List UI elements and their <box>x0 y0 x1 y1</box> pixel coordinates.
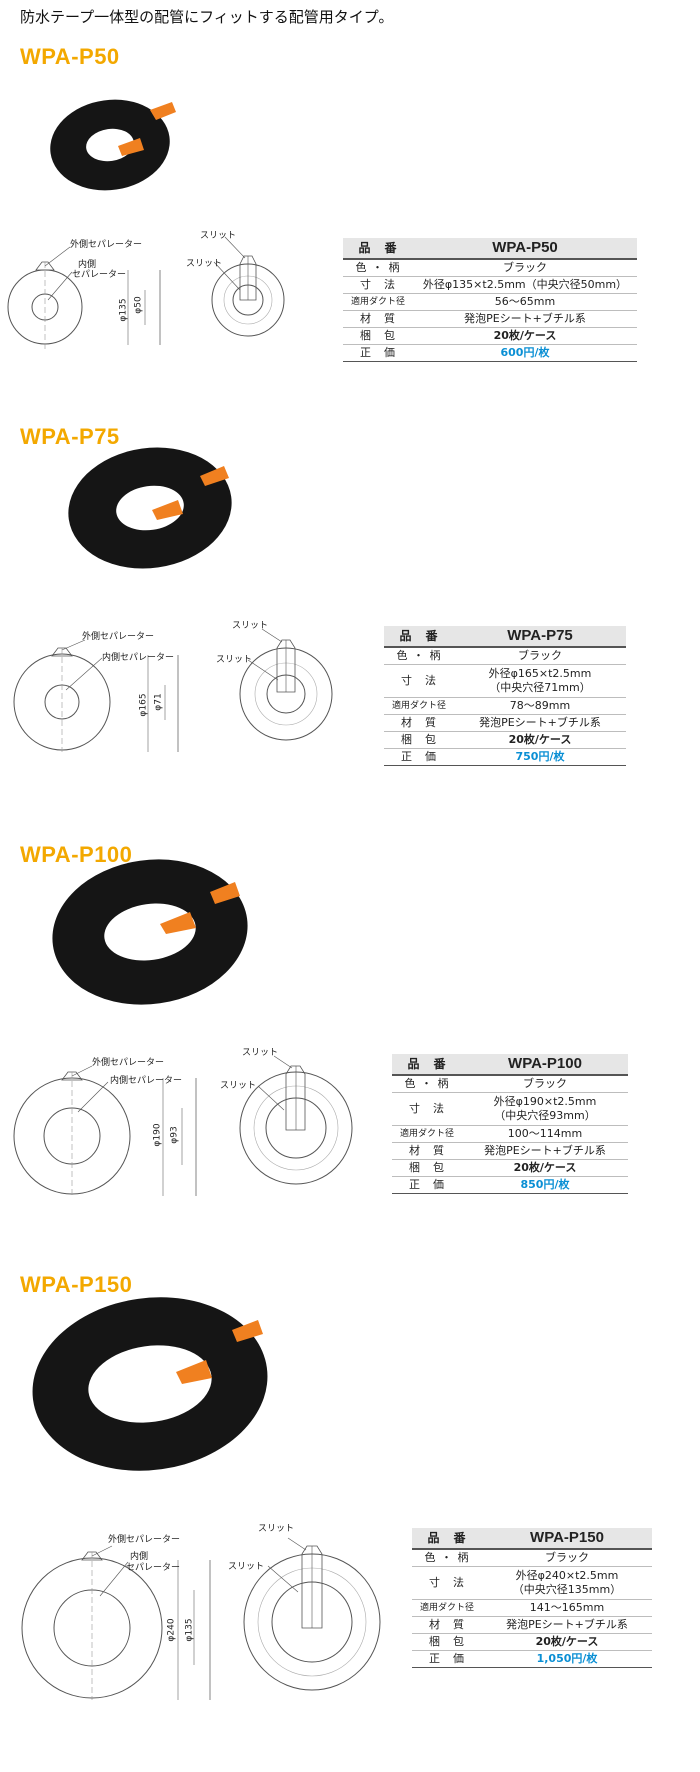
pack-value: 20枚/ケース <box>482 1633 652 1651</box>
price-value: 600円/枚 <box>413 344 637 362</box>
price-value: 1,050円/枚 <box>482 1650 652 1668</box>
label-outer-separator: 外側セパレーター <box>92 1058 165 1068</box>
label-slit-side: スリット <box>220 1081 257 1091</box>
row-label: 品 番 <box>392 1054 462 1076</box>
duct-value: 141〜165mm <box>482 1599 652 1617</box>
label-slit-top: スリット <box>232 621 269 631</box>
row-label: 梱 包 <box>343 327 413 345</box>
row-label: 品 番 <box>412 1528 482 1550</box>
model-title: WPA-P100 <box>20 842 133 867</box>
size-value: 外径φ135×t2.5mm（中央穴径50mm） <box>413 276 637 294</box>
product-photo <box>52 859 248 1005</box>
duct-value: 78〜89mm <box>454 697 626 715</box>
row-label: 材 質 <box>384 714 454 732</box>
outer-side-drawing <box>7 246 161 350</box>
label-slit-top: スリット <box>200 231 237 241</box>
label-inner-separator-l2: セパレーター <box>126 1563 181 1573</box>
size-value-line1: 外径φ165×t2.5mm <box>488 667 592 680</box>
label-slit-top: スリット <box>242 1048 279 1058</box>
label-inner-separator: 内側セパレーター <box>110 1076 183 1086</box>
label-outer-separator: 外側セパレーター <box>82 632 155 642</box>
row-label: 色 ・ 柄 <box>392 1075 462 1093</box>
row-label: 色 ・ 柄 <box>384 647 454 665</box>
size-value-line2: （中央穴径71mm） <box>489 681 591 694</box>
outer-side-drawing <box>21 1545 211 1700</box>
material-value: 発泡PEシート+ブチル系 <box>413 310 637 328</box>
size-value-line1: 外径φ240×t2.5mm <box>515 1569 619 1582</box>
label-inner-separator-l1: 内側 <box>78 260 97 270</box>
model-value: WPA-P150 <box>482 1528 652 1550</box>
label-inner-separator-l1: 内側 <box>130 1552 149 1562</box>
pack-value: 20枚/ケース <box>462 1159 628 1177</box>
size-value-line2: （中央穴径93mm） <box>494 1109 596 1122</box>
outer-side-drawing <box>13 1065 197 1196</box>
model-value: WPA-P100 <box>462 1054 628 1076</box>
row-label: 正 価 <box>384 748 454 766</box>
row-label: 材 質 <box>343 310 413 328</box>
material-value: 発泡PEシート+ブチル系 <box>482 1616 652 1634</box>
product-photo <box>68 447 232 569</box>
row-label: 寸 法 <box>412 1566 482 1600</box>
model-title: WPA-P150 <box>20 1272 133 1297</box>
color-value: ブラック <box>413 259 637 277</box>
row-label: 正 価 <box>392 1176 462 1194</box>
label-outer-separator: 外側セパレーター <box>108 1535 181 1545</box>
product-photo <box>50 99 176 191</box>
slit-side-drawing <box>239 628 333 741</box>
duct-value: 100〜114mm <box>462 1125 628 1143</box>
row-label: 梱 包 <box>392 1159 462 1177</box>
row-label: 適用ダクト径 <box>412 1599 482 1617</box>
label-slit-top: スリット <box>258 1524 295 1534</box>
row-label: 寸 法 <box>384 664 454 698</box>
color-value: ブラック <box>482 1549 652 1567</box>
row-label: 適用ダクト径 <box>343 293 413 311</box>
model-value: WPA-P50 <box>413 238 637 260</box>
row-label: 色 ・ 柄 <box>412 1549 482 1567</box>
row-label: 適用ダクト径 <box>392 1125 462 1143</box>
row-label: 梱 包 <box>384 731 454 749</box>
label-inner-separator-l2: セパレーター <box>72 270 127 280</box>
intro-text: 防水テープ一体型の配管にフィットする配管用タイプ。 <box>20 8 394 26</box>
row-label: 寸 法 <box>392 1092 462 1126</box>
color-value: ブラック <box>454 647 626 665</box>
color-value: ブラック <box>462 1075 628 1093</box>
material-value: 発泡PEシート+ブチル系 <box>462 1142 628 1160</box>
price-value: 750円/枚 <box>454 748 626 766</box>
label-slit-side: スリット <box>216 655 253 665</box>
model-title: WPA-P50 <box>20 44 120 69</box>
model-title: WPA-P75 <box>20 424 120 449</box>
row-label: 適用ダクト径 <box>384 697 454 715</box>
material-value: 発泡PEシート+ブチル系 <box>454 714 626 732</box>
row-label: 正 価 <box>412 1650 482 1668</box>
label-slit-side: スリット <box>228 1562 265 1572</box>
row-label: 色 ・ 柄 <box>343 259 413 277</box>
size-value-line2: （中央穴径135mm） <box>512 1583 622 1596</box>
pack-value: 20枚/ケース <box>413 327 637 345</box>
row-label: 品 番 <box>384 626 454 648</box>
pack-value: 20枚/ケース <box>454 731 626 749</box>
duct-value: 56〜65mm <box>413 293 637 311</box>
label-outer-separator: 外側セパレーター <box>70 240 143 250</box>
label-inner-separator: 内側セパレーター <box>102 653 175 663</box>
size-value-line1: 外径φ190×t2.5mm <box>493 1095 597 1108</box>
label-slit-side: スリット <box>186 259 223 269</box>
price-value: 850円/枚 <box>462 1176 628 1194</box>
row-label: 正 価 <box>343 344 413 362</box>
row-label: 材 質 <box>412 1616 482 1634</box>
slit-side-drawing <box>239 1055 353 1185</box>
slit-side-drawing <box>211 236 285 337</box>
outer-side-drawing <box>13 639 179 752</box>
slit-side-drawing <box>243 1537 381 1691</box>
model-value: WPA-P75 <box>454 626 626 648</box>
row-label: 品 番 <box>343 238 413 260</box>
product-photo <box>32 1297 268 1471</box>
row-label: 寸 法 <box>343 276 413 294</box>
row-label: 梱 包 <box>412 1633 482 1651</box>
row-label: 材 質 <box>392 1142 462 1160</box>
